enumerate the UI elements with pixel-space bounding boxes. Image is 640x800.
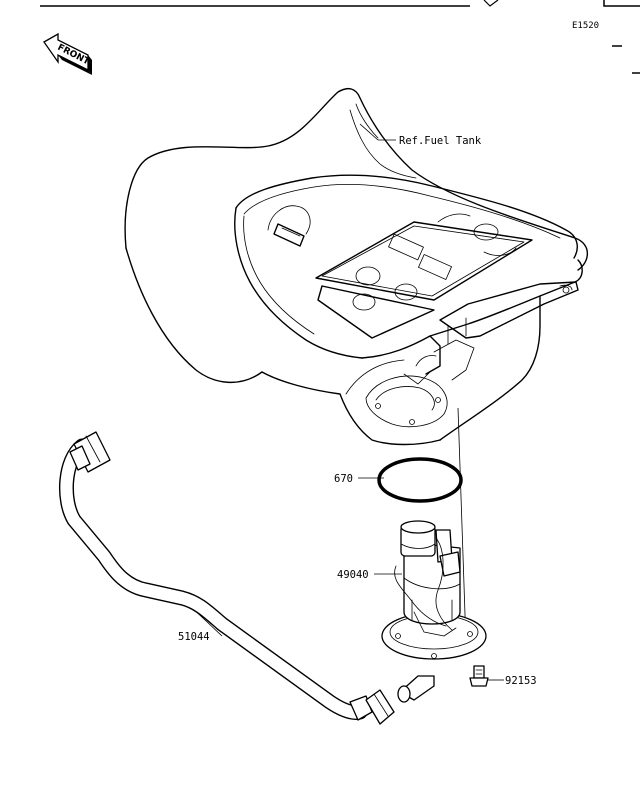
fuel-tank-assembly xyxy=(124,87,589,446)
gasket-ring xyxy=(377,457,463,503)
callout-92153: 92153 xyxy=(505,675,537,687)
diagram-code: E1520 xyxy=(572,21,599,31)
fuel-hose xyxy=(58,431,435,725)
leader-lines xyxy=(187,123,504,681)
ref-fuel-tank-label: Ref.Fuel Tank xyxy=(399,135,482,147)
front-arrow-icon: FRONT xyxy=(43,32,92,75)
bolt xyxy=(469,665,489,687)
callout-51044: 51044 xyxy=(178,631,210,643)
fuel-pump-assembly xyxy=(381,520,487,660)
callout-49040: 49040 xyxy=(337,569,369,581)
callout-670: 670 xyxy=(334,473,353,485)
page-frame xyxy=(40,0,640,74)
